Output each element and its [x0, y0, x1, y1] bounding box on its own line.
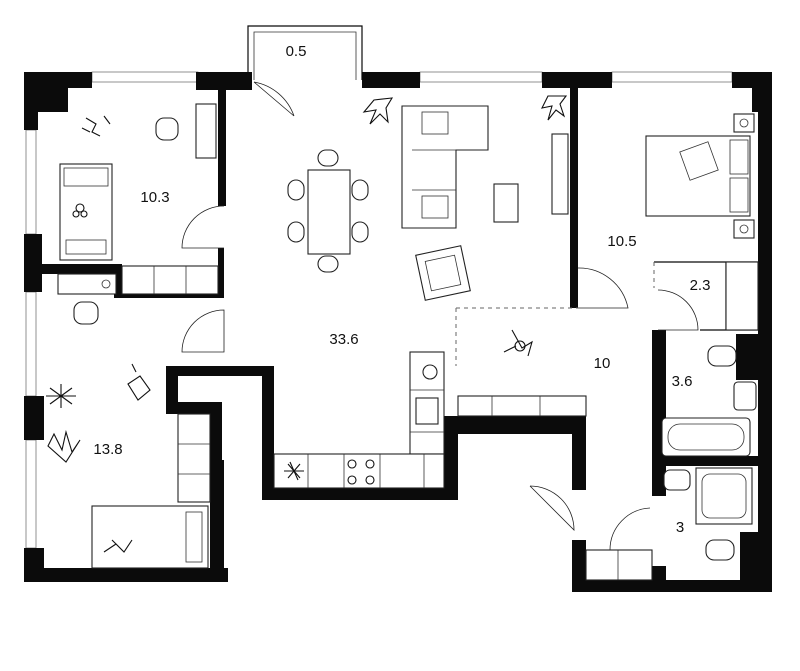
room-area-hallway: 10: [594, 355, 611, 372]
room-area-bedroom-bottom-left: 13.8: [93, 441, 122, 458]
door-icon: [577, 267, 629, 309]
plant-icon: [362, 97, 394, 125]
toilet-icon: [705, 539, 735, 561]
toilet-icon: [707, 345, 737, 367]
door-icon: [657, 289, 699, 331]
bedroom-top-right-furniture: [645, 113, 755, 239]
shower-icon: [695, 467, 753, 525]
door-icon: [181, 309, 225, 353]
room-labels: 0.5 10.3 33.6 10.5 2.3 10 3.6 13.8 3: [93, 43, 710, 536]
door-icon: [181, 205, 225, 249]
dining-table-icon: [307, 169, 351, 255]
toy-icon: [103, 539, 133, 553]
bedroom-top-left-furniture: [59, 103, 217, 261]
plant-icon: [541, 95, 568, 121]
window-icon: [419, 71, 543, 83]
doors: [181, 205, 699, 551]
sink-icon: [733, 381, 757, 411]
bed-icon: [91, 505, 209, 569]
window-icon: [25, 291, 37, 397]
plant-icon: [284, 461, 304, 481]
window-icon: [91, 71, 199, 83]
room-area-living-kitchen: 33.6: [329, 331, 358, 348]
bathtub-icon: [661, 417, 751, 457]
armchair-icon: [415, 245, 471, 301]
cooktop-icon: [347, 459, 375, 485]
room-area-bedroom-top-left: 10.3: [140, 189, 169, 206]
wardrobe-icon: [121, 265, 219, 295]
window-icon: [25, 129, 37, 235]
bed-icon: [645, 135, 751, 217]
toy-icon: [503, 329, 533, 357]
walls: [24, 72, 772, 592]
living-furniture: [287, 95, 569, 301]
sink-icon: [663, 469, 691, 491]
wardrobe-icon: [725, 261, 759, 331]
desk-icon: [195, 103, 217, 159]
bedroom-bottom-left-furniture: [46, 273, 211, 569]
room-area-balcony: 0.5: [286, 43, 307, 60]
toy-icon: [127, 363, 151, 401]
office-chair-icon: [155, 117, 179, 141]
hallway-furniture: [457, 329, 587, 417]
desk-icon: [57, 273, 117, 295]
office-chair-icon: [73, 301, 99, 325]
window-icon: [611, 71, 733, 83]
room-area-toilet-room: 3: [676, 519, 684, 536]
balcony: [247, 25, 363, 117]
toilet-room-fixtures: [585, 467, 753, 581]
window-icon: [25, 439, 37, 549]
plant-icon: [47, 429, 81, 463]
sofa-icon: [401, 105, 489, 229]
kitchen: [273, 351, 445, 489]
toy-icon: [72, 203, 88, 218]
room-area-closet: 2.3: [690, 277, 711, 294]
toy-icon: [81, 115, 111, 137]
room-area-bedroom-top-right: 10.5: [607, 233, 636, 250]
room-area-bathroom: 3.6: [672, 373, 693, 390]
door-icon: [529, 485, 575, 531]
washing-machine-icon: [422, 364, 438, 380]
door-icon: [253, 81, 295, 117]
sink-icon: [415, 397, 439, 425]
plant-icon: [46, 384, 76, 408]
door-icon: [609, 507, 651, 551]
bathroom-fixtures: [661, 345, 757, 457]
